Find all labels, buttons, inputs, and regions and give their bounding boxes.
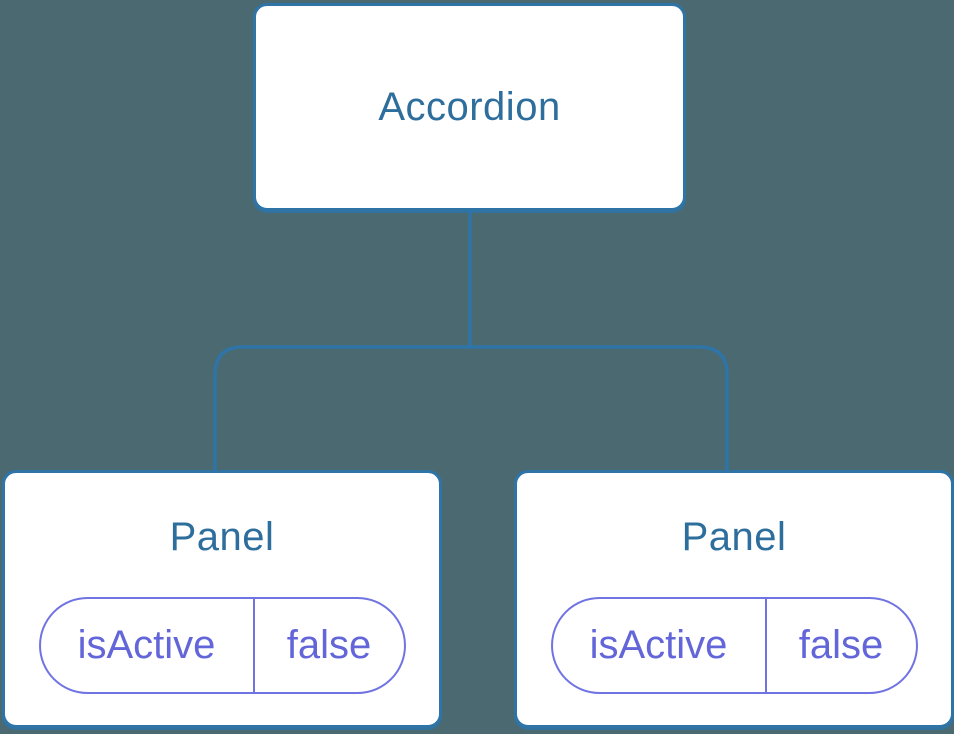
state-value-label: false — [764, 599, 916, 692]
tree-node-panel-right: Panel isActive false — [514, 470, 954, 728]
panel-node-label: Panel — [681, 515, 787, 559]
tree-node-panel-left: Panel isActive false — [2, 470, 442, 728]
state-value-label: false — [252, 599, 404, 692]
panel-node-label: Panel — [169, 515, 275, 559]
state-pill: isActive false — [550, 597, 918, 694]
tree-node-accordion: Accordion — [253, 3, 686, 211]
state-pill: isActive false — [38, 597, 406, 694]
accordion-node-label: Accordion — [378, 84, 561, 129]
connector-branch — [213, 345, 729, 472]
state-key-label: isActive — [589, 623, 728, 667]
state-key-label: isActive — [77, 623, 216, 667]
